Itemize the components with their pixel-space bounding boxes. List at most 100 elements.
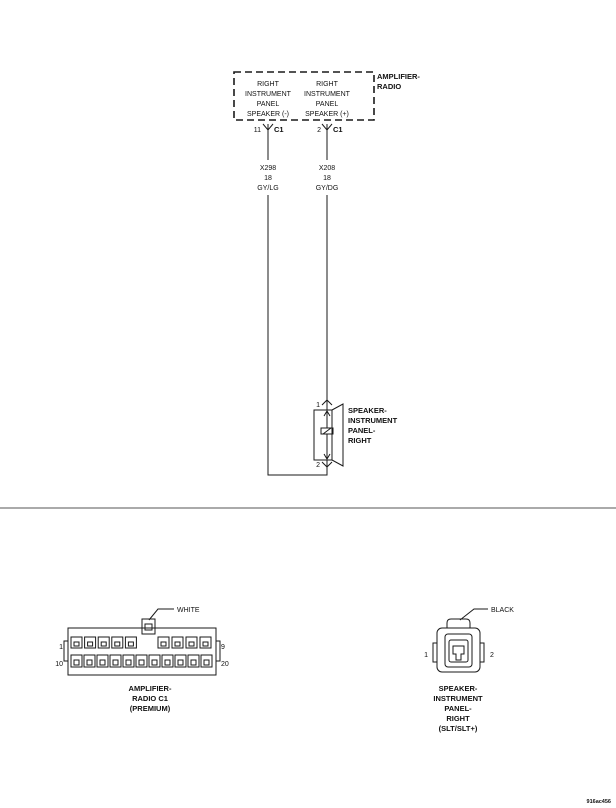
c1-cavity-terminal: [190, 659, 197, 666]
speaker-conn-title-line4: RIGHT: [446, 714, 470, 723]
c1-housing-left-ear: [63, 640, 69, 662]
c1-cavity: [161, 654, 174, 668]
wire-x208-circuit: X208: [319, 165, 335, 172]
wire-x208: X208 18 GY/DG: [316, 134, 339, 400]
c1-pin2-connector-symbol: [321, 123, 333, 134]
c1-cavity-terminal: [202, 641, 209, 647]
c1-pin11-connector-id: C1: [274, 125, 284, 134]
speaker-coil-slash: [322, 427, 332, 435]
amplifier-radio-label-line1: AMPLIFIER-: [377, 72, 420, 81]
c1-lock-tab: [141, 618, 156, 635]
c1-cavity: [96, 654, 109, 668]
c1-cavity-terminal: [86, 659, 93, 666]
speaker-conn-pin-label-1: 1: [424, 652, 428, 659]
wire-x298-color: GY/LG: [257, 185, 278, 192]
c1-housing-outline: [67, 627, 217, 676]
c1-cavity: [124, 636, 137, 649]
speaker-cone: [331, 403, 344, 467]
speaker-conn-title-line5: (SLT/SLT+): [439, 724, 478, 733]
c1-cavity: [135, 654, 148, 668]
c1-cavity: [109, 654, 122, 668]
c1-cavity-terminal: [100, 641, 107, 647]
c1-cavity-terminal: [164, 659, 171, 666]
c1-pin-label-20: 20: [221, 661, 229, 668]
c1-cavity-terminal: [203, 659, 210, 666]
c1-pin2-connector-id: C1: [333, 125, 343, 134]
wire-x298-gauge: 18: [264, 175, 272, 182]
speaker-pin1-number: 1: [316, 402, 320, 409]
c1-cavity-terminal: [73, 641, 80, 647]
c1-cavity-terminal: [73, 659, 80, 666]
speaker-body: [313, 409, 333, 461]
speaker-label-line4: RIGHT: [348, 436, 372, 445]
wire-x298-line: [267, 134, 328, 476]
speaker-label-line3: PANEL-: [348, 426, 376, 435]
c1-pin-label-10: 10: [55, 661, 63, 668]
c1-pin2-number: 2: [317, 127, 321, 134]
c1-cavity-terminal: [99, 659, 106, 666]
speaker-conn-left-latch: [432, 642, 437, 663]
c1-cavity-terminal: [160, 641, 167, 647]
c1-cavity: [148, 654, 161, 668]
c1-housing-color: WHITE: [177, 607, 200, 614]
c1-cavity: [171, 636, 184, 649]
c1-cavity: [157, 636, 170, 649]
speaker-conn-housing-color: BLACK: [491, 607, 514, 614]
wire-x208-color: GY/DG: [316, 185, 339, 192]
speaker-conn-title-line3: PANEL-: [444, 704, 472, 713]
speaker-label-line2: INSTRUMENT: [348, 416, 398, 425]
c1-cavity-terminal: [127, 641, 134, 647]
terminal-desc-line: RIGHT: [257, 81, 280, 88]
c1-cavity-terminal: [174, 641, 181, 647]
figure-id: 916ac456: [587, 799, 611, 805]
c1-cavity-terminal: [125, 659, 132, 666]
c1-cavity: [84, 636, 97, 649]
speaker-conn-key: [452, 645, 465, 661]
c1-cavity-terminal: [112, 659, 119, 666]
terminal-desc-line: RIGHT: [316, 81, 339, 88]
c1-housing-right-ear: [215, 640, 221, 662]
speaker-conn-pin-label-2: 2: [490, 652, 494, 659]
c1-cavity: [70, 654, 83, 668]
speaker-pin1-connector-symbol: [321, 399, 333, 410]
terminal-desc-line: INSTRUMENT: [245, 91, 292, 98]
c1-pin-label-9: 9: [221, 644, 225, 651]
c1-title-line2: RADIO C1: [132, 694, 168, 703]
c1-cavity: [187, 654, 200, 668]
c1-cavity: [199, 636, 212, 649]
c1-cavity-terminal: [177, 659, 184, 666]
c1-cavity: [174, 654, 187, 668]
speaker-conn-housing: [436, 627, 481, 673]
c1-cavity-terminal: [188, 641, 195, 647]
amplifier-radio-module-outline: [233, 71, 375, 121]
terminal-desc-line: SPEAKER (-): [247, 111, 289, 118]
c1-cavity: [70, 636, 83, 649]
c1-cavity: [83, 654, 96, 668]
connector-view-speaker: BLACK 1 2 SPEAKER- INSTRUMENT PANEL- RIG…: [424, 607, 514, 733]
terminal-desc-line: INSTRUMENT: [304, 91, 351, 98]
connector-view-amplifier-radio-c1: WHITE 1 9 10 20 AMPLIFIER- RADIO C1 (PRE…: [55, 607, 229, 713]
terminal-desc-line: SPEAKER (+): [305, 111, 349, 118]
c1-cavity: [122, 654, 135, 668]
amplifier-radio-label-line2: RADIO: [377, 82, 401, 91]
terminal-desc-line: PANEL: [316, 101, 339, 108]
c1-lock-tab-inner: [144, 623, 153, 631]
wire-x208-gauge: 18: [323, 175, 331, 182]
c1-cavity: [97, 636, 110, 649]
c1-cavity-terminal: [114, 641, 121, 647]
wire-x298-circuit: X298: [260, 165, 276, 172]
speaker-up-arrow-icon: [323, 410, 331, 428]
c1-color-leader-line: [148, 608, 174, 621]
c1-pin-label-1: 1: [59, 644, 63, 651]
speaker-conn-cavity-frame: [448, 639, 469, 663]
speaker-instrument-panel-right: 1 2 SPEAKER- INSTRUMENT PANEL- RIGHT: [313, 399, 398, 469]
c1-pin11-connector-symbol: [262, 123, 274, 134]
speaker-down-arrow-icon: [323, 434, 331, 460]
c1-cavity: [200, 654, 213, 668]
speaker-conn-title-line2: INSTRUMENT: [433, 694, 483, 703]
speaker-conn-title-line1: SPEAKER-: [439, 684, 478, 693]
c1-cavity-terminal: [151, 659, 158, 666]
speaker-conn-face: [444, 633, 473, 668]
c1-pin11-number: 11: [254, 127, 261, 134]
